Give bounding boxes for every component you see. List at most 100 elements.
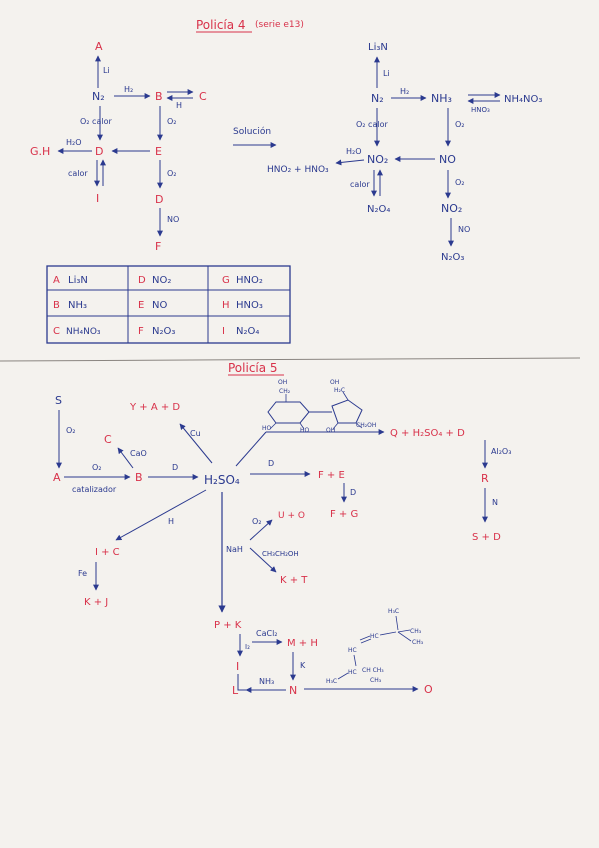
alkyl-bond — [379, 631, 397, 636]
cell-key: A — [53, 275, 60, 286]
p5-O: O — [424, 683, 433, 696]
alkyl-H3C-top: H₃C — [388, 608, 399, 615]
section-divider — [0, 357, 581, 362]
p4-D: D — [95, 145, 103, 158]
s4-HNO2-HNO3: HNO₂ + HNO₃ — [267, 165, 329, 175]
p5-D-label-2: D — [268, 459, 274, 468]
p5-arrow-H2SO4-YAD — [179, 423, 213, 464]
p4-O2-label-b: O₂ — [167, 169, 177, 178]
p5-arrow-B-C — [117, 447, 134, 469]
sugar-H2C: H₂C — [334, 387, 345, 394]
p5-Al2O3-label: Al₂O₃ — [491, 447, 511, 456]
p5-SD: S + D — [472, 532, 501, 543]
sugar-bond — [299, 422, 305, 430]
s4-N2O4: N₂O₄ — [367, 204, 390, 215]
p4-B: B — [155, 90, 163, 103]
p5-N-label: N — [492, 498, 498, 507]
s4-H2-label: H₂ — [400, 87, 409, 96]
p4-calor-label: calor — [68, 169, 88, 178]
alkyl-CH-CH3: CH CH₃ — [362, 667, 384, 674]
p5-arrow-NaH-UHO — [249, 519, 273, 541]
s4-li-label: Li — [383, 69, 390, 78]
p5-PK: P + K — [214, 620, 242, 631]
p5-K-label: K — [300, 661, 306, 670]
sugar-OH-3: OH — [326, 427, 335, 434]
p4-GH: G.H — [30, 145, 50, 158]
alkyl-bond — [397, 631, 412, 642]
alkyl-bond — [337, 672, 349, 680]
cell-value: NO — [152, 300, 167, 311]
alkyl-CH3a: CH₃ — [410, 628, 422, 635]
cell-value: NH₄NO₃ — [66, 327, 101, 337]
sugar-bond — [355, 422, 363, 429]
p5-O2-label-c: O₂ — [252, 517, 262, 526]
cell-value: HNO₂ — [236, 275, 263, 286]
s4-O2-label-b: O₂ — [455, 178, 465, 187]
s4-Li3N: Li₃N — [368, 42, 388, 53]
alkyl-bond — [395, 615, 399, 631]
cell-key: H — [222, 300, 230, 311]
sucrose-structure: OH CH₂ OH H₂C HO HO OH CH₂OH — [262, 379, 376, 434]
p5-O2-label: O₂ — [66, 426, 76, 435]
cell-key: E — [138, 300, 144, 311]
answer-table-row-3: C NH₄NO₃ F N₂O₃ I N₂O₄ — [53, 326, 259, 337]
p4-C: C — [199, 90, 207, 103]
p5-CaCl2-label: CaCl₂ — [256, 629, 278, 638]
p4-H-label: H — [176, 101, 182, 110]
p4-F: F — [155, 240, 161, 253]
s4-N2O3: N₂O₃ — [441, 252, 464, 263]
fructose-ring — [331, 399, 363, 424]
policia4-solution-scheme: Li₃N Li N₂ H₂ NH₃ HNO₃ NH₄NO₃ O₂ calor O… — [267, 42, 542, 263]
sugar-OH-2: OH — [330, 379, 339, 386]
p5-B: B — [135, 471, 143, 484]
s4-NO-label: NO — [458, 225, 470, 234]
alkyl-HC1: HC — [370, 633, 379, 640]
alkyl-bond — [353, 654, 357, 667]
p5-MH: M + H — [287, 638, 318, 649]
p4-D2: D — [155, 193, 163, 206]
p5-CH3CH2OH-label: CH₃CH₂OH — [262, 550, 299, 558]
p5-I2-label: I₂ — [245, 643, 250, 651]
cell-key: F — [138, 326, 144, 337]
answer-table-row-1: A Li₃N D NO₂ G HNO₂ — [53, 275, 263, 286]
s4-NH4NO3: NH₄NO₃ — [504, 94, 542, 105]
cell-value: Li₃N — [68, 275, 88, 286]
answer-table-border — [46, 265, 291, 344]
p5-CaO-label: CaO — [130, 449, 147, 458]
policia4-problem-scheme: A Li N₂ H₂ B H C O₂ calor O₂ G.H H₂O D E… — [30, 40, 207, 253]
policia4-title: Policía 4 — [196, 18, 246, 32]
sugar-CH2OH: CH₂OH — [356, 422, 376, 429]
cell-key: I — [222, 326, 225, 337]
alkyl-CH3b: CH₃ — [412, 639, 424, 646]
sugar-bond — [332, 422, 339, 430]
s4-NO: NO — [439, 153, 456, 166]
sugar-bond — [342, 391, 349, 401]
p5-UHO: U + O — [278, 511, 305, 521]
p4-li-label: Li — [103, 66, 110, 75]
p5-arrow-I-L — [237, 674, 246, 691]
sugar-HO-2: HO — [300, 427, 310, 434]
cell-key: B — [53, 300, 60, 311]
p4-I: I — [96, 192, 99, 205]
alkyl-H3C-left: H₃C — [326, 678, 337, 685]
p4-H2O-label: H₂O — [66, 138, 82, 147]
alkyl-CH3c: CH₃ — [370, 677, 382, 684]
p4-O2-label: O₂ — [167, 117, 177, 126]
cell-value: HNO₃ — [236, 300, 263, 311]
p5-A: A — [53, 471, 61, 484]
policia4-answer-table: A Li₃N D NO₂ G HNO₂ B NH₃ E NO H HNO₃ C … — [46, 265, 291, 344]
p5-arrow-H2SO4-IC — [115, 489, 207, 541]
sugar-bond — [269, 422, 277, 430]
p4-O2-calor: O₂ calor — [80, 117, 112, 126]
s4-NO2: NO₂ — [367, 153, 388, 166]
cell-key: D — [138, 275, 146, 286]
s4-arrow-NO2-acids — [335, 159, 365, 166]
s4-NO2-b: NO₂ — [441, 202, 462, 215]
p5-I: I — [236, 660, 239, 673]
sugar-HO-1: HO — [262, 425, 272, 432]
p5-C: C — [104, 433, 112, 446]
p5-KJ: K + J — [84, 597, 108, 608]
p5-KT: K + T — [280, 575, 308, 586]
cell-key: G — [222, 275, 230, 286]
